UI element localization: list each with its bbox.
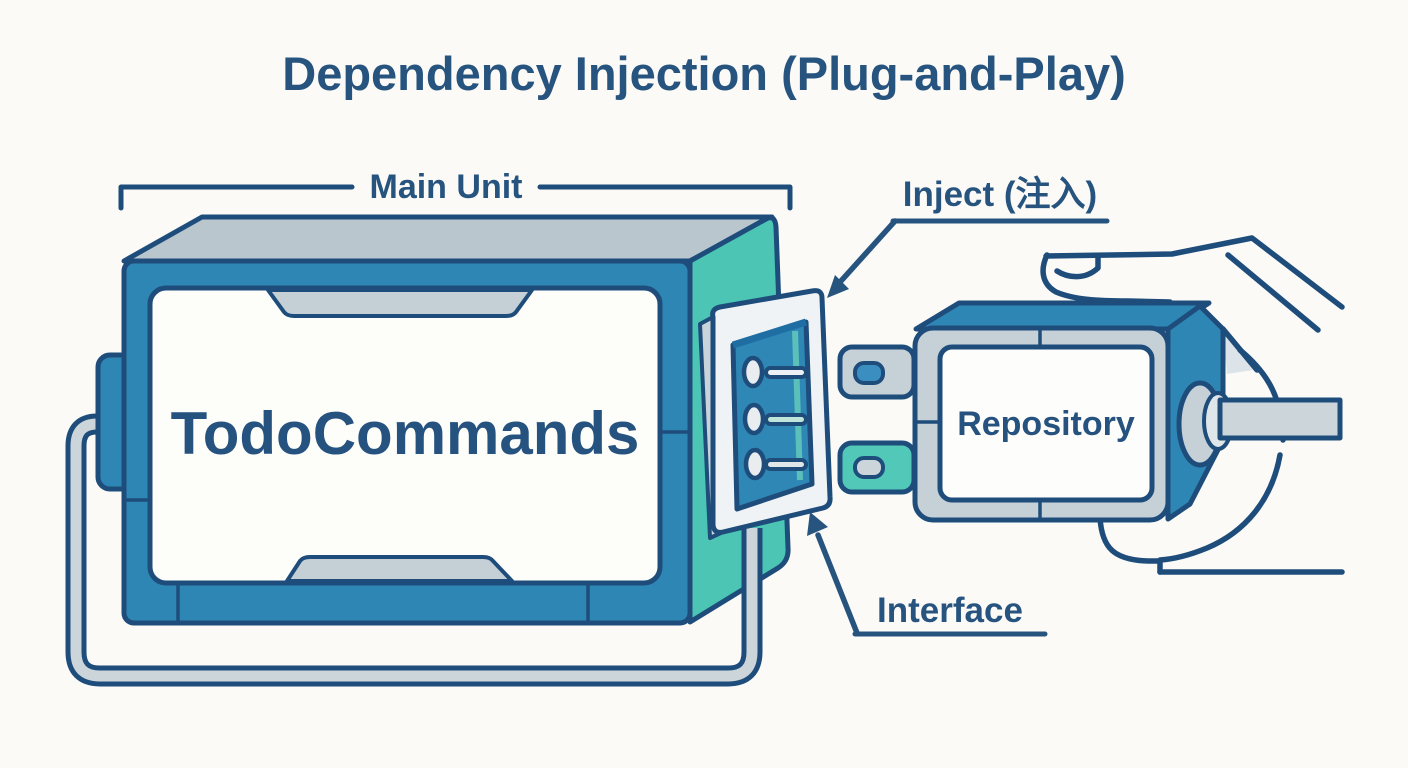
little-finger-tip (1097, 515, 1163, 575)
plug-name: Repository (957, 405, 1135, 443)
inject-annotation: Inject (注入) (827, 175, 1110, 298)
socket-hole (742, 402, 766, 436)
finger-pocket-shade (1223, 332, 1253, 374)
inject-arrowhead (827, 275, 849, 298)
cable-loop (65, 413, 763, 687)
socket-slot (764, 413, 808, 426)
main-unit-label: Main Unit (370, 168, 523, 206)
interface-arrow (815, 532, 860, 636)
recess-highlight (792, 330, 803, 481)
main-unit-name: TodoCommands (171, 400, 640, 467)
hand-crease (1225, 252, 1321, 333)
thumb-nail (1054, 253, 1101, 280)
socket-slot (764, 458, 808, 471)
interface-label: Interface (877, 591, 1023, 630)
finger-curve-lower (1157, 452, 1283, 563)
socket-slot (764, 366, 808, 379)
plug-prong-top-slot (853, 361, 885, 385)
inject-label: Inject (注入) (903, 175, 1097, 214)
repository-plug: Repository (837, 300, 1343, 523)
panel-bottom-tab (285, 555, 514, 583)
plug-panel (937, 344, 1155, 503)
page-title: Dependency Injection (Plug-and-Play) (282, 47, 1126, 100)
power-cable (1217, 397, 1343, 441)
socket-hole (743, 447, 767, 481)
main-unit-bracket: Main Unit (118, 168, 793, 211)
hand-illustration (1040, 235, 1345, 575)
plug-frame-seams (915, 328, 1042, 520)
frame-seams (124, 430, 690, 623)
plug-prong-bottom-slot (853, 456, 885, 479)
main-unit-box: TodoCommands (65, 214, 791, 687)
socket-hole (741, 355, 765, 389)
inject-arrow (838, 218, 898, 284)
main-unit-top-face (121, 214, 775, 264)
socket-interface (698, 288, 833, 540)
interface-annotation: Interface (807, 512, 1048, 637)
hand-top-contour (1043, 235, 1345, 310)
plug-top-face (913, 300, 1212, 332)
panel-top-tab (266, 288, 534, 318)
interface-arrowhead (807, 512, 828, 536)
